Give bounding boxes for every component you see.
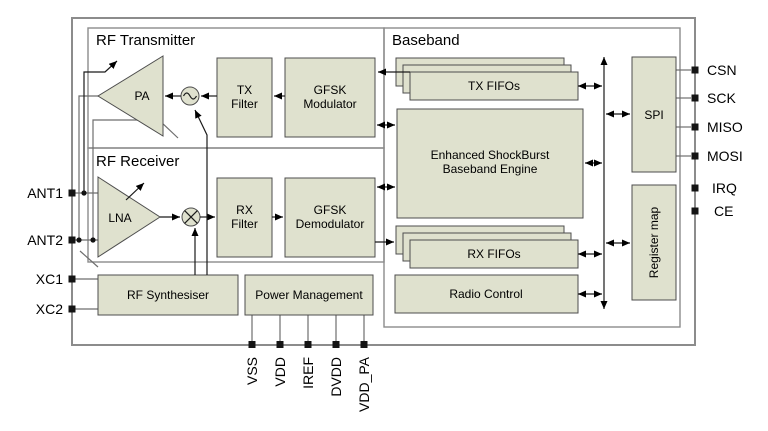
pin-mosi xyxy=(691,152,699,160)
pin-vss xyxy=(248,341,256,348)
pin-vdd-pa xyxy=(360,341,368,348)
svg-text:Demodulator: Demodulator xyxy=(296,217,365,231)
pin-irq xyxy=(691,184,699,192)
block-register-map: Register map xyxy=(631,184,677,301)
svg-text:TX FIFOs: TX FIFOs xyxy=(468,79,520,93)
pin-label-ant2: ANT2 xyxy=(27,232,63,248)
lna-label: LNA xyxy=(108,211,131,225)
block-radio-control: Radio Control xyxy=(394,274,579,314)
pin-xc1 xyxy=(68,275,76,283)
block-tx-filter: TX Filter xyxy=(216,57,273,138)
pin-csn xyxy=(691,66,699,74)
svg-text:Radio Control: Radio Control xyxy=(449,287,522,301)
svg-text:RF Synthesiser: RF Synthesiser xyxy=(127,288,209,302)
svg-text:Modulator: Modulator xyxy=(303,97,356,111)
signal-arrows xyxy=(160,68,630,298)
svg-text:Power Management: Power Management xyxy=(255,288,363,302)
junction-dot xyxy=(76,237,82,243)
pin-ant1 xyxy=(68,189,76,197)
rx-switch-slash xyxy=(79,250,99,268)
svg-text:Register map: Register map xyxy=(647,207,661,279)
pin-label-xc2: XC2 xyxy=(36,301,63,317)
baseband-title: Baseband xyxy=(392,32,460,49)
chip-outline xyxy=(71,17,696,346)
pin-dvdd xyxy=(332,341,340,348)
block-baseband-engine: Enhanced ShockBurst Baseband Engine xyxy=(396,108,584,219)
svg-text:GFSK: GFSK xyxy=(314,203,347,217)
pa-gain-arrow xyxy=(83,60,118,193)
tx-mixer-icon xyxy=(180,86,200,106)
pin-iref xyxy=(304,341,312,348)
pin-ce xyxy=(691,207,699,215)
svg-text:Baseband Engine: Baseband Engine xyxy=(443,162,538,176)
lna-gain-arrow xyxy=(125,182,145,201)
pin-label-xc1: XC1 xyxy=(36,271,63,287)
pin-label-sck: SCK xyxy=(707,90,736,106)
pin-ant2 xyxy=(68,236,76,244)
rx-mixer-icon xyxy=(181,207,201,227)
block-spi: SPI xyxy=(631,56,677,173)
wires xyxy=(72,69,691,341)
pa-amplifier-triangle xyxy=(97,55,164,137)
block-tx-fifos: TX FIFOs xyxy=(395,57,579,101)
svg-text:Filter: Filter xyxy=(231,217,258,231)
pin-label-irq: IRQ xyxy=(712,180,737,196)
pin-vdd xyxy=(276,341,284,348)
block-gfsk-demodulator: GFSK Demodulator xyxy=(284,177,376,258)
rf-transmitter-title: RF Transmitter xyxy=(96,32,195,49)
svg-text:TX: TX xyxy=(237,83,252,97)
pin-label-mosi: MOSI xyxy=(707,148,743,164)
block-rx-filter: RX Filter xyxy=(216,177,273,258)
section-baseband: Baseband xyxy=(383,27,681,328)
pin-label-vdd: VDD xyxy=(272,357,288,387)
svg-text:RX FIFOs: RX FIFOs xyxy=(467,247,520,261)
pin-label-iref: IREF xyxy=(300,357,316,389)
junction-dot xyxy=(90,237,96,243)
svg-text:RX: RX xyxy=(236,203,253,217)
pins-right: CSN SCK MISO MOSI IRQ CE xyxy=(691,62,743,219)
pin-label-miso: MISO xyxy=(707,119,743,135)
pin-xc2 xyxy=(68,305,76,313)
pin-sck xyxy=(691,94,699,102)
block-rx-fifos: RX FIFOs xyxy=(395,225,579,269)
svg-text:Filter: Filter xyxy=(231,97,258,111)
pin-label-dvdd: DVDD xyxy=(328,357,344,397)
pins-bottom: VSS VDD IREF DVDD VDD_PA xyxy=(244,341,372,412)
pin-label-ce: CE xyxy=(714,203,733,219)
svg-text:SPI: SPI xyxy=(644,108,663,122)
block-gfsk-modulator: GFSK Modulator xyxy=(284,57,376,138)
pin-label-ant1: ANT1 xyxy=(27,185,63,201)
svg-text:GFSK: GFSK xyxy=(314,83,347,97)
pins-left: ANT1 ANT2 XC1 XC2 xyxy=(27,185,76,317)
pin-label-csn: CSN xyxy=(707,62,737,78)
block-rf-synthesiser: RF Synthesiser xyxy=(97,274,239,316)
pin-label-vss: VSS xyxy=(244,357,260,385)
pa-label: PA xyxy=(134,89,149,103)
svg-text:Enhanced ShockBurst: Enhanced ShockBurst xyxy=(431,148,550,162)
rf-receiver-title: RF Receiver xyxy=(96,153,179,170)
block-power-management: Power Management xyxy=(244,274,374,316)
pin-miso xyxy=(691,123,699,131)
pin-label-vdd-pa: VDD_PA xyxy=(356,356,372,412)
